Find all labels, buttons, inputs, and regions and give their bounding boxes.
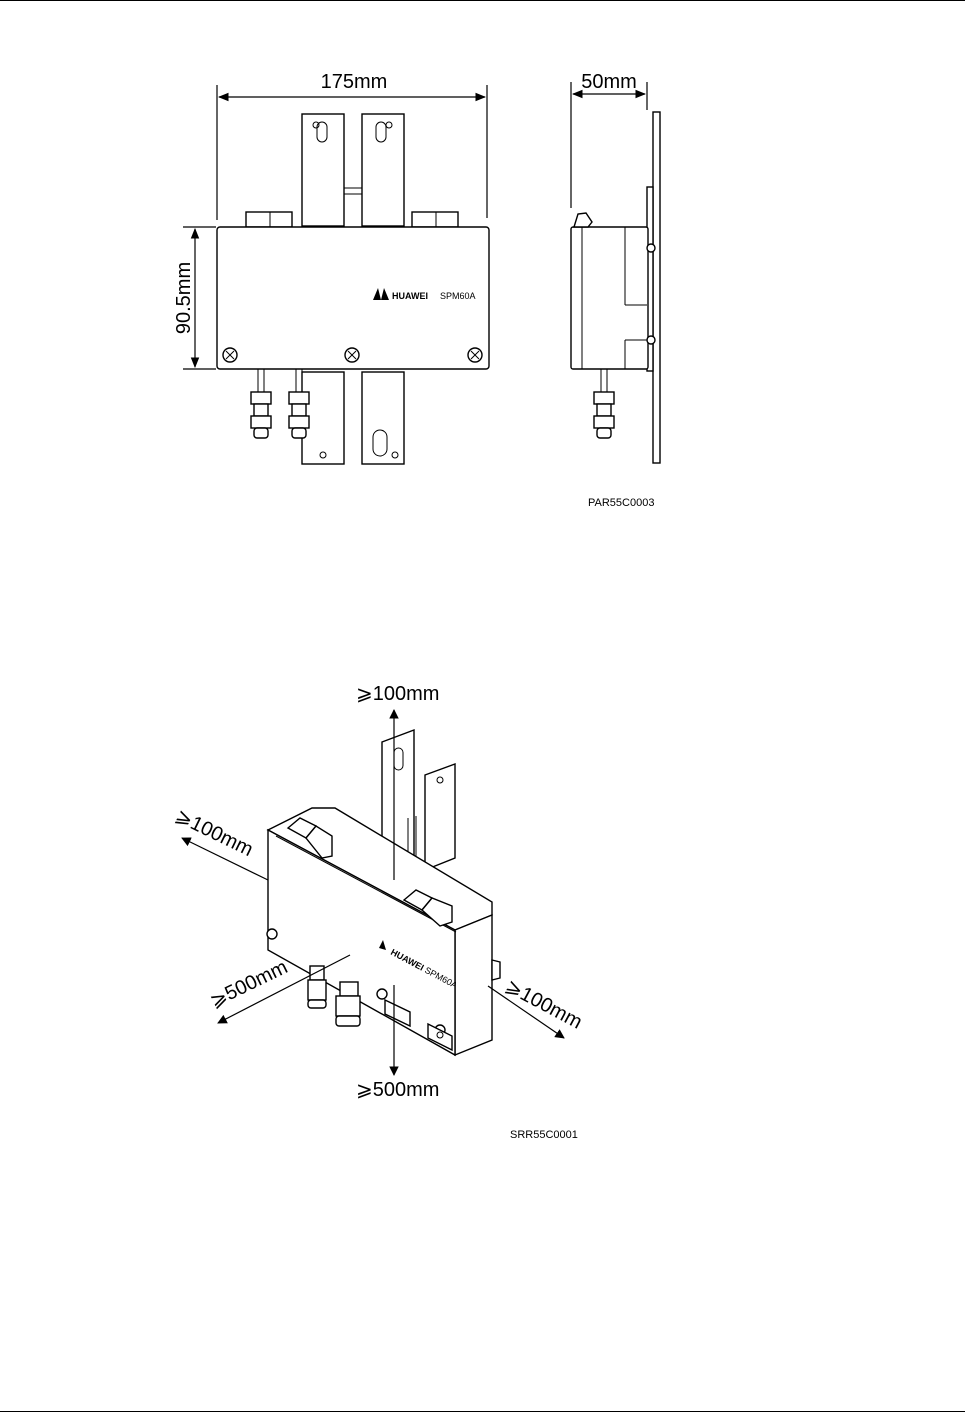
front-view: HUAWEI SPM60A xyxy=(217,114,489,464)
figure2-code: SRR55C0001 xyxy=(510,1129,578,1141)
height-label: 90.5mm xyxy=(173,262,195,334)
top-clearance-label: ⩾100mm xyxy=(356,683,439,705)
depth-label: 50mm xyxy=(581,71,637,93)
iso-model-label: SPM60A xyxy=(423,965,459,991)
bottom-clearance-label: ⩾500mm xyxy=(356,1079,439,1101)
brand-label: HUAWEI xyxy=(392,291,428,301)
height-dimension: 90.5mm xyxy=(173,227,216,369)
width-label: 175mm xyxy=(321,71,388,93)
iso-body: HUAWEI SPM60A xyxy=(267,808,500,1055)
left-clearance-arrow xyxy=(182,838,268,880)
iso-brackets xyxy=(382,730,455,872)
huawei-logo-icon-iso xyxy=(379,940,386,950)
footer-rule xyxy=(0,1411,965,1412)
bottom-left-clearance-label: ⩾500mm xyxy=(207,956,292,1012)
right-clearance-arrow xyxy=(488,986,564,1038)
left-clearance-label: ⩾100mm xyxy=(172,805,257,861)
depth-dimension: 50mm xyxy=(571,71,647,208)
model-label: SPM60A xyxy=(440,291,476,301)
right-clearance-label: ⩾100mm xyxy=(502,975,586,1034)
side-view xyxy=(571,112,660,463)
figure1-code: PAR55C0003 xyxy=(588,497,654,509)
iso-brand-label: HUAWEI xyxy=(389,947,425,973)
dimension-drawing: 175mm 90.5mm xyxy=(0,0,965,560)
width-dimension: 175mm xyxy=(217,71,487,220)
bottom-left-clearance-arrow xyxy=(218,955,350,1023)
